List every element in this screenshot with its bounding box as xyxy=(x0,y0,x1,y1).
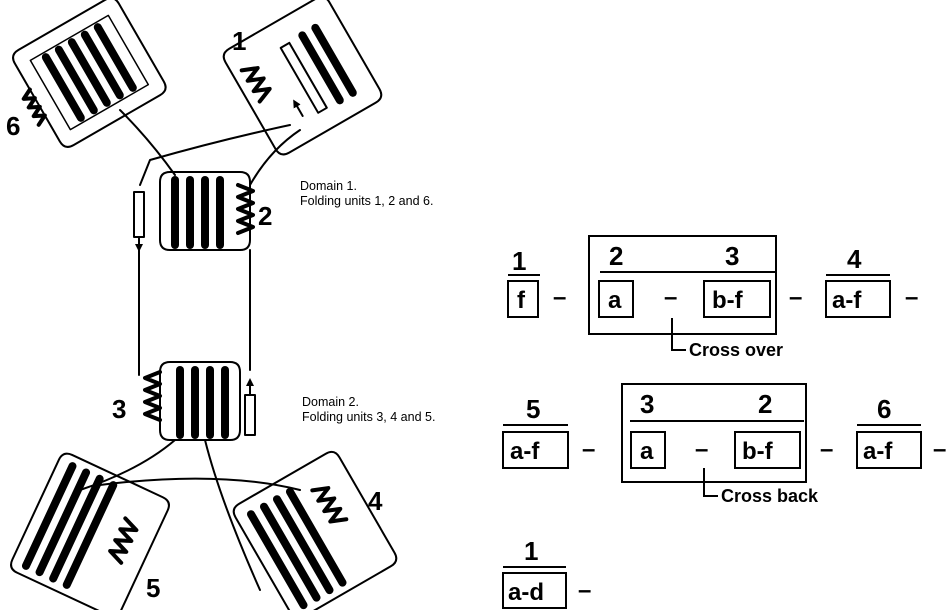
unit-1-helix xyxy=(242,63,273,102)
connector-1-to-side xyxy=(250,130,300,185)
unit-6-sheet-3 xyxy=(72,42,107,103)
domain-2-title: Domain 2. xyxy=(302,395,359,409)
unit-label-3: 3 xyxy=(112,394,126,424)
unit-6-sheet-2 xyxy=(59,50,94,111)
row2-num-3: 3 xyxy=(640,389,654,419)
row2-dash-2: – xyxy=(695,436,708,463)
unit-label-2: 2 xyxy=(258,201,272,231)
row1-num-3: 3 xyxy=(725,241,739,271)
topology-row-2: 5 a-f – 3 a – 2 b-f – 6 a-f – Cross back xyxy=(503,384,946,506)
folding-unit-1 xyxy=(221,0,385,158)
row3-box-1-text: a-d xyxy=(508,579,544,606)
unit-4-helix xyxy=(312,483,346,527)
folding-unit-3 xyxy=(145,362,240,440)
row1-box-3-text: b-f xyxy=(712,287,744,314)
unit-label-5: 5 xyxy=(146,573,160,603)
row1-dash-1: – xyxy=(553,284,566,311)
unit-1-return-arrow xyxy=(295,103,303,116)
row2-box-6-text: a-f xyxy=(863,438,893,465)
row2-dash-4: – xyxy=(933,436,946,463)
unit-3-helix xyxy=(145,372,160,420)
domain-1-subtitle: Folding units 1, 2 and 6. xyxy=(300,194,433,208)
unit-label-6: 6 xyxy=(6,111,20,141)
row1-box-2-text: a xyxy=(608,287,622,314)
cross-over-label: Cross over xyxy=(689,340,783,360)
folding-unit-4 xyxy=(231,449,400,610)
unit-6-sheet-4 xyxy=(85,35,120,96)
row2-box-2-text: b-f xyxy=(742,438,774,465)
row2-dash-3: – xyxy=(820,436,833,463)
topology-row-3: 1 a-d – xyxy=(503,536,591,608)
row1-dash-3: – xyxy=(789,284,802,311)
folding-unit-6 xyxy=(1,0,169,155)
row2-box-3-text: a xyxy=(640,438,654,465)
structure-cartoon xyxy=(1,0,399,610)
row2-num-5: 5 xyxy=(526,394,540,424)
row3-num-1: 1 xyxy=(524,536,538,566)
connector-5-to-4 xyxy=(100,479,300,490)
unit-label-1: 1 xyxy=(232,26,246,56)
unit-label-4: 4 xyxy=(368,486,383,516)
unit-6-helix xyxy=(21,90,47,125)
row2-box-5-text: a-f xyxy=(510,438,540,465)
domain1-open-strand xyxy=(134,192,144,237)
row1-dash-2: – xyxy=(664,284,677,311)
row1-dash-4: – xyxy=(905,284,918,311)
folding-unit-2 xyxy=(160,172,253,250)
cross-back-label: Cross back xyxy=(721,486,819,506)
row1-box-4-text: a-f xyxy=(832,287,862,314)
row1-num-2: 2 xyxy=(609,241,623,271)
row1-box-1-text: f xyxy=(517,287,526,314)
topology-row-1: 1 f – 2 a – 3 b-f – 4 a-f – Cross over xyxy=(508,236,918,360)
row1-num-1: 1 xyxy=(512,246,526,276)
row2-num-6: 6 xyxy=(877,394,891,424)
row2-dash-1: – xyxy=(582,436,595,463)
unit-6-sheet-5 xyxy=(98,27,133,88)
unit-5-helix xyxy=(108,518,139,562)
row1-num-4: 4 xyxy=(847,244,862,274)
row3-dash-1: – xyxy=(578,577,591,604)
domain-1-title: Domain 1. xyxy=(300,179,357,193)
unit-1-open-strand xyxy=(281,43,327,113)
domain-2-subtitle: Folding units 3, 4 and 5. xyxy=(302,410,435,424)
row2-num-2: 2 xyxy=(758,389,772,419)
domain2-open-strand xyxy=(245,395,255,435)
unit-6-sheet-1 xyxy=(46,57,81,118)
